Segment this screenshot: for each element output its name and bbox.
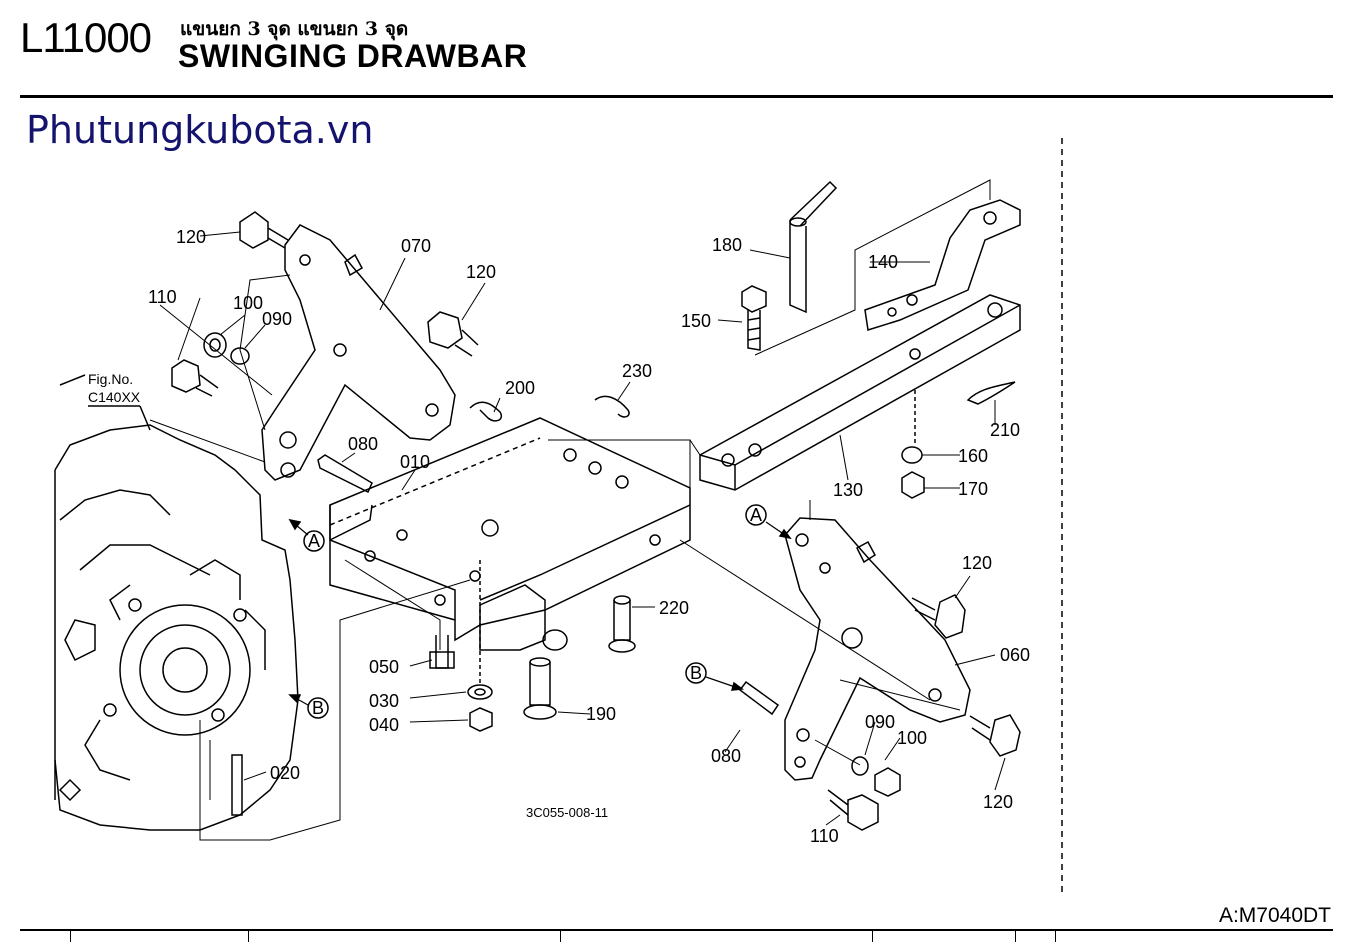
part-label-100: 100 [897, 728, 927, 748]
clip-230 [594, 395, 630, 418]
fig-reference: Fig.No. C140XX [59, 371, 151, 431]
part-label-120: 120 [962, 553, 992, 573]
footer-cell [70, 931, 71, 942]
clip-210 [966, 381, 1016, 405]
part-label-150: 150 [681, 311, 711, 331]
part-label-020: 020 [270, 763, 300, 783]
part-label-230: 230 [622, 361, 652, 381]
footer-cell [1015, 931, 1016, 942]
bolt-120-right-lower [969, 714, 1021, 757]
footer-code: A:M7040DT [1218, 904, 1331, 927]
page-title: SWINGING DRAWBAR [178, 38, 528, 74]
bolt-120-upper-left [199, 211, 289, 249]
drawing-number: 3C055-008-11 [526, 805, 608, 820]
washer-nut-lower [851, 756, 901, 797]
footer-cell [248, 931, 249, 942]
part-label-030: 030 [369, 691, 399, 711]
part-label-120: 120 [466, 262, 496, 282]
callout-b-label: B [690, 663, 702, 683]
transmission-housing [54, 424, 299, 831]
part-label-160: 160 [958, 446, 988, 466]
callout-a-right: A [745, 504, 792, 540]
footer-cell [872, 931, 873, 942]
part-label-180: 180 [712, 235, 742, 255]
part-label-120: 120 [176, 227, 206, 247]
part-labels: 120 070 120 110 100 090 080 010 200 230 … [148, 227, 1030, 846]
part-label-120: 120 [983, 792, 1013, 812]
part-label-090: 090 [262, 309, 292, 329]
clip-190 [469, 401, 502, 422]
bracket-070 [261, 224, 456, 481]
callout-b-left: B [288, 694, 329, 719]
bolt-120-upper-mid [427, 311, 479, 357]
bolt-120-right-upper [911, 594, 966, 639]
pin-200 [523, 657, 557, 720]
part-label-170: 170 [958, 479, 988, 499]
part-label-220: 220 [659, 598, 689, 618]
part-label-080: 080 [348, 434, 378, 454]
footer-cell [560, 931, 561, 942]
callout-b-right: B [685, 662, 744, 691]
watermark-text: Phutungkubota.vn [26, 108, 374, 152]
bolt-150 [741, 285, 767, 351]
drawbar-frame-010 [329, 417, 691, 651]
bracket-060 [784, 517, 971, 781]
callout-a-left: A [288, 518, 325, 552]
fig-no-label: Fig.No. [88, 371, 133, 387]
stud-080-upper [317, 454, 373, 494]
part-label-140: 140 [868, 252, 898, 272]
bolt-110-lower [827, 789, 879, 831]
pin-180 [749, 180, 838, 314]
part-label-050: 050 [369, 657, 399, 677]
washer-160-nut-170 [901, 390, 925, 499]
part-label-090: 090 [865, 712, 895, 732]
part-label-060: 060 [1000, 645, 1030, 665]
callout-b-label: B [312, 698, 324, 718]
leader-lines [149, 179, 1006, 841]
part-label-110: 110 [810, 826, 839, 846]
footer-table [20, 929, 1333, 942]
fig-no-code: C140XX [88, 389, 141, 405]
drawbar-130 [699, 294, 1021, 491]
part-label-210: 210 [990, 420, 1020, 440]
callout-a-label: A [750, 505, 762, 525]
pin-220 [608, 595, 636, 653]
part-label-070: 070 [401, 236, 431, 256]
part-label-040: 040 [369, 715, 399, 735]
part-label-110: 110 [148, 287, 177, 307]
callout-a-label: A [308, 531, 320, 551]
footer-cell [1055, 931, 1056, 942]
bolt-050-washer-nut [429, 560, 493, 732]
washer-nut-left [171, 332, 250, 397]
part-label-190: 200 [505, 378, 535, 398]
stud-080-lower [738, 680, 780, 716]
part-label-130: 130 [833, 480, 863, 500]
part-label-200: 190 [586, 704, 616, 724]
part-label-100: 100 [233, 293, 263, 313]
thai-title: แขนยก 3 จุด แขนยก 3 จุด [180, 18, 409, 40]
bracket-140 [864, 199, 1021, 331]
header-divider [20, 95, 1333, 98]
model-number: L11000 [20, 14, 152, 61]
part-label-010: 010 [400, 452, 430, 472]
part-label-080: 080 [711, 746, 741, 766]
stud-020 [231, 754, 243, 816]
